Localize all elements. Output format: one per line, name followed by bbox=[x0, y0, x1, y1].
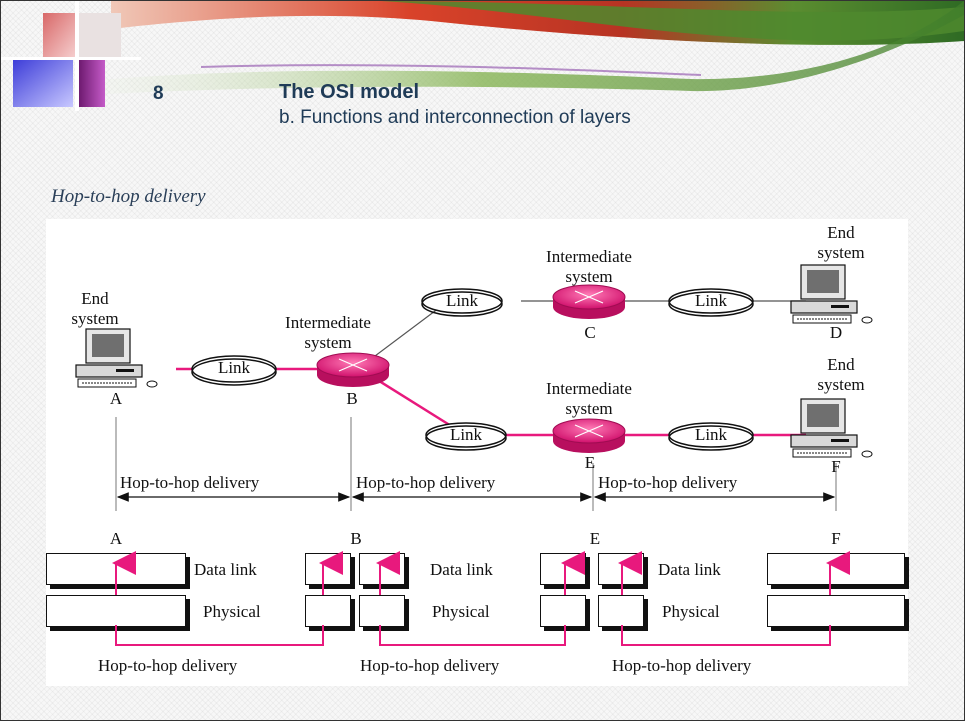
physical-box-f bbox=[767, 595, 905, 627]
link-b-c-label: Link bbox=[445, 291, 479, 310]
datalink-box-e bbox=[540, 553, 586, 585]
node-a-role: End system bbox=[71, 289, 119, 328]
physical-box-b2 bbox=[359, 595, 405, 627]
link-b-e bbox=[425, 422, 507, 451]
node-a-label: A bbox=[109, 389, 123, 408]
slide-subtitle: b. Functions and interconnection of laye… bbox=[279, 107, 631, 128]
node-c-role: Intermediate system bbox=[546, 247, 632, 286]
layer-label-physical-1: Physical bbox=[201, 602, 263, 622]
hop-label-e-f: Hop-to-hop delivery bbox=[598, 473, 738, 492]
computer-a-icon bbox=[75, 328, 158, 388]
node-e-role: Intermediate system bbox=[546, 379, 632, 418]
layer-label-physical-2: Physical bbox=[430, 602, 492, 622]
hop-to-hop-figure: End system A Intermediate system B Inter… bbox=[46, 219, 908, 686]
router-c-icon bbox=[552, 284, 626, 319]
link-e-f-label: Link bbox=[694, 425, 728, 444]
router-b-icon bbox=[316, 352, 390, 387]
station-e: E bbox=[589, 529, 601, 548]
layer-label-datalink-3: Data link bbox=[656, 560, 723, 580]
bottom-hop-label-3: Hop-to-hop delivery bbox=[612, 656, 752, 675]
slide-number: 8 bbox=[153, 83, 164, 104]
node-e-label: E bbox=[584, 453, 596, 472]
computer-f-icon bbox=[790, 398, 873, 458]
bottom-hop-label-1: Hop-to-hop delivery bbox=[98, 656, 238, 675]
link-c-d bbox=[668, 288, 754, 317]
link-e-f bbox=[668, 422, 754, 451]
layer-label-physical-3: Physical bbox=[660, 602, 722, 622]
station-a: A bbox=[109, 529, 123, 548]
node-d-label: D bbox=[829, 323, 843, 342]
station-b: B bbox=[350, 529, 362, 548]
layer-label-datalink-1: Data link bbox=[192, 560, 259, 580]
datalink-box-b2 bbox=[359, 553, 405, 585]
station-f: F bbox=[831, 529, 841, 548]
datalink-box-e2 bbox=[598, 553, 644, 585]
hop-label-b-e: Hop-to-hop delivery bbox=[356, 473, 496, 492]
figure-caption: Hop-to-hop delivery bbox=[51, 186, 206, 207]
physical-box-e bbox=[540, 595, 586, 627]
hop-label-a-b: Hop-to-hop delivery bbox=[120, 473, 260, 492]
link-b-c bbox=[421, 288, 503, 317]
network-diagram bbox=[75, 264, 873, 646]
link-line-b-e bbox=[375, 377, 457, 431]
router-e-icon bbox=[552, 418, 626, 453]
link-b-e-label: Link bbox=[449, 425, 483, 444]
node-f-role: End system bbox=[817, 355, 865, 394]
datalink-box-a bbox=[46, 553, 186, 585]
datalink-box-f bbox=[767, 553, 905, 585]
node-b-label: B bbox=[346, 389, 358, 408]
node-d-role: End system bbox=[817, 223, 865, 262]
node-c-label: C bbox=[584, 323, 596, 342]
header-decoration bbox=[1, 1, 964, 111]
link-c-d-label: Link bbox=[694, 291, 728, 310]
physical-box-a bbox=[46, 595, 186, 627]
physical-box-e2 bbox=[598, 595, 644, 627]
layer-label-datalink-2: Data link bbox=[428, 560, 495, 580]
link-a-b bbox=[191, 355, 277, 386]
bottom-hop-label-2: Hop-to-hop delivery bbox=[360, 656, 500, 675]
physical-box-b bbox=[305, 595, 351, 627]
datalink-box-b bbox=[305, 553, 351, 585]
link-a-b-label: Link bbox=[217, 358, 251, 377]
node-f-label: F bbox=[831, 457, 841, 476]
node-b-role: Intermediate system bbox=[285, 313, 371, 352]
computer-d-icon bbox=[790, 264, 873, 324]
slide-title: The OSI model bbox=[279, 81, 420, 103]
